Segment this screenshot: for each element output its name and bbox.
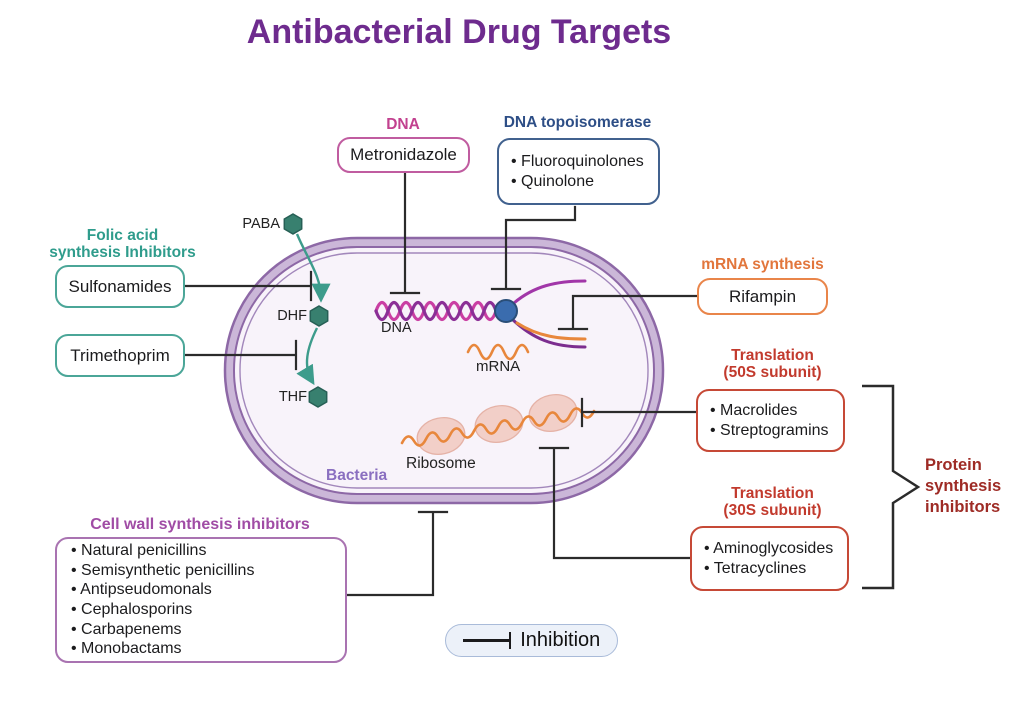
- inhibition-legend-label: Inhibition: [520, 629, 601, 651]
- drug-item: • Cephalosporins: [71, 601, 193, 618]
- paba-label: PABA: [242, 216, 280, 232]
- topoisomerase-drugs-box: • Fluoroquinolones • Quinolone: [497, 138, 660, 205]
- bacteria-label: Bacteria: [326, 467, 388, 484]
- bacteria-cell-membrane: [223, 236, 665, 505]
- macrolides-inhibition-line: [580, 397, 699, 428]
- rifampin-inhibition-line: [557, 294, 699, 331]
- dhf-hexagon-icon: [309, 305, 329, 327]
- trimethoprim-box: Trimethoprim: [55, 334, 185, 377]
- paba-to-dhf-arrow: [295, 233, 331, 303]
- trimethoprim-label: Trimethoprim: [70, 345, 170, 365]
- dna-topoisomerase-icon: [494, 299, 518, 323]
- heading-line: (30S subunit): [723, 502, 822, 520]
- heading-line: (50S subunit): [723, 364, 822, 382]
- dhf-label: DHF: [277, 308, 307, 324]
- drug-item: • Tetracyclines: [704, 559, 807, 577]
- heading-line: inhibitors: [925, 498, 1001, 517]
- drug-item: • Semisynthetic penicillins: [71, 561, 255, 579]
- cell-wall-heading: Cell wall synthesis inhibitors: [90, 516, 310, 533]
- dna-helix: [374, 300, 498, 322]
- drug-item: • Monobactams: [71, 640, 182, 658]
- mrna-strand-label: mRNA: [476, 358, 521, 375]
- folic-acid-pathway: [283, 213, 331, 408]
- fluoroquinolone-inhibition-line: [490, 205, 577, 291]
- protein-synthesis-bracket: [862, 384, 921, 590]
- drug-item: • Antipseudomonals: [71, 581, 212, 599]
- ribosome-complex: [400, 394, 596, 455]
- dna-topoisomerase-heading: DNA topoisomerase: [503, 114, 652, 131]
- dna-heading: DNA: [386, 116, 420, 133]
- inhibition-legend: Inhibition: [445, 624, 618, 657]
- inhibition-connectors: [183, 171, 699, 597]
- translation-50s-drugs-box: • Macrolides • Streptogramins: [696, 389, 845, 452]
- drug-item: • Natural penicillins: [71, 542, 207, 560]
- drug-item: • Fluoroquinolones: [511, 153, 644, 171]
- rifampin-label: Rifampin: [728, 286, 797, 306]
- thf-label: THF: [278, 389, 307, 405]
- page-title: Antibacterial Drug Targets: [246, 13, 672, 51]
- drug-item: • Streptogramins: [710, 421, 829, 439]
- sulfonamides-inhibition-line: [183, 270, 313, 302]
- paba-hexagon-icon: [283, 213, 303, 235]
- heading-line: synthesis Inhibitors: [49, 244, 196, 262]
- folic-acid-heading: Folic acid synthesis Inhibitors: [35, 227, 210, 261]
- metronidazole-inhibition-line: [389, 171, 421, 295]
- translation-50s-heading: Translation (50S subunit): [700, 347, 845, 381]
- cell-wall-drugs-box: • Natural penicillins • Semisynthetic pe…: [55, 537, 347, 663]
- sulfonamides-box: Sulfonamides: [55, 265, 185, 308]
- heading-line: Translation: [731, 347, 814, 364]
- metronidazole-box: Metronidazole: [337, 137, 470, 173]
- protein-synthesis-inhibitors-heading: Protein synthesis inhibitors: [925, 455, 1020, 518]
- replication-fork: [494, 279, 587, 349]
- rifampin-box: Rifampin: [697, 278, 828, 315]
- heading-line: Folic acid: [86, 227, 159, 244]
- drug-item: • Quinolone: [511, 172, 594, 190]
- mrna-synthesis-heading: mRNA synthesis: [701, 256, 824, 273]
- drug-item: • Aminoglycosides: [704, 540, 834, 558]
- aminoglycosides-inhibition-line: [538, 446, 692, 560]
- dhf-to-thf-arrow: [296, 327, 319, 386]
- inhibition-symbol-icon: [462, 632, 512, 649]
- heading-line: synthesis: [925, 477, 1002, 496]
- cell-wall-inhibition-line: [345, 510, 449, 597]
- thf-hexagon-icon: [308, 386, 328, 408]
- translation-30s-drugs-box: • Aminoglycosides • Tetracyclines: [690, 526, 849, 591]
- metronidazole-label: Metronidazole: [350, 145, 457, 164]
- ribosome-label: Ribosome: [406, 455, 476, 472]
- sulfonamides-label: Sulfonamides: [68, 276, 172, 296]
- drug-item: • Carbapenems: [71, 620, 182, 638]
- heading-line: Protein: [925, 456, 982, 474]
- drug-item: • Macrolides: [710, 402, 798, 420]
- heading-line: Translation: [731, 485, 814, 502]
- mrna-squiggle: [466, 343, 530, 361]
- translation-30s-heading: Translation (30S subunit): [700, 485, 845, 519]
- dna-strand-label: DNA: [381, 320, 412, 336]
- trimethoprim-inhibition-line: [183, 339, 298, 371]
